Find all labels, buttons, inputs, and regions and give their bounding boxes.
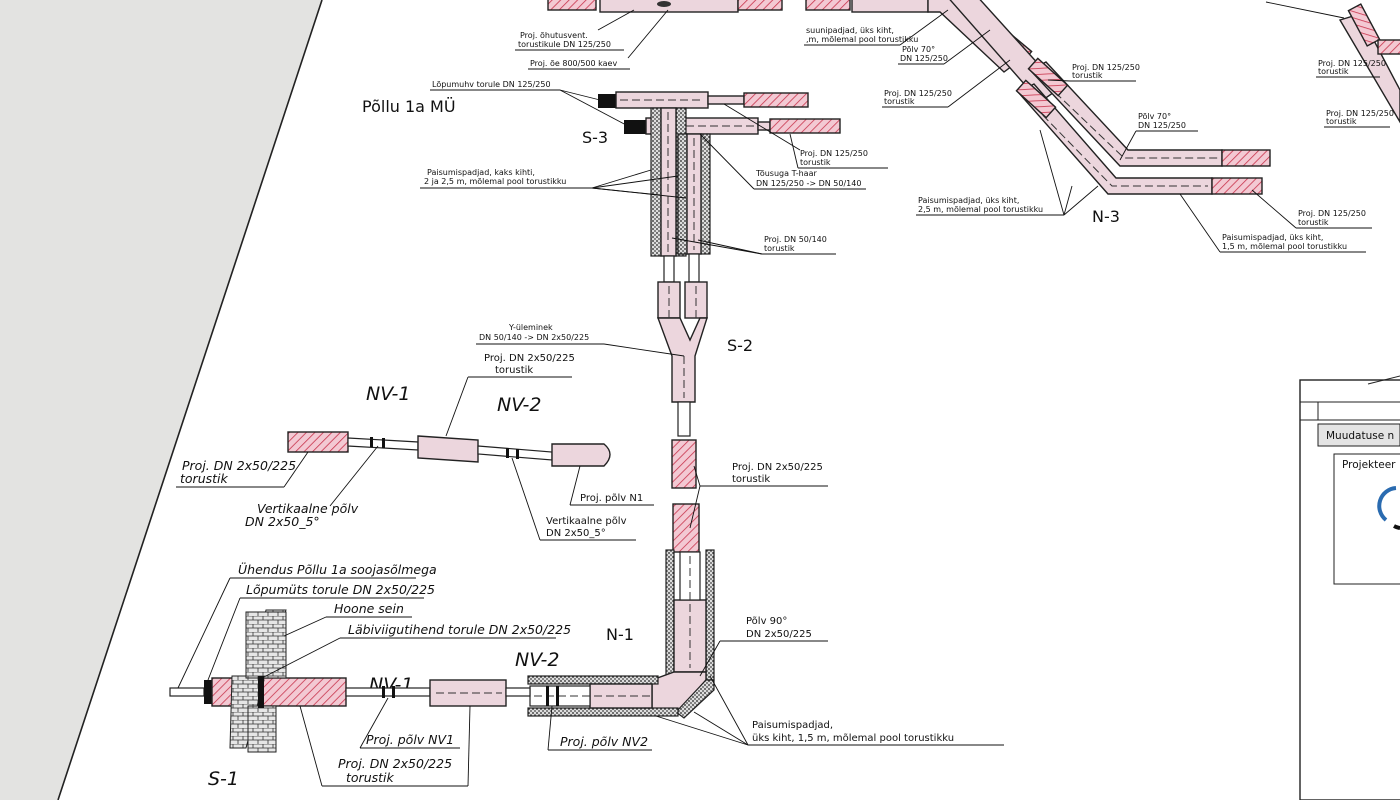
- s3-vertical-pipes: [650, 107, 711, 283]
- label-top-mid-2: ,m, mõlemal pool torustikku: [806, 35, 918, 44]
- title-block: [1299, 375, 1400, 800]
- marker-n1: N-1: [606, 625, 634, 644]
- marker-nv2-bottom: NV-2: [515, 649, 560, 671]
- bottom-branch: [169, 609, 531, 753]
- label-top-right-1: Proj. DN 125/250: [1318, 59, 1386, 68]
- label-n3-pipe2: torustik: [1298, 218, 1329, 227]
- label-tee1: Tõusuga T-haar: [755, 169, 817, 178]
- label-s3-pipe2: torustik: [800, 158, 831, 167]
- label-nv-pipe2: torustik: [495, 365, 533, 376]
- label-top-right-2: torustik: [1318, 67, 1349, 76]
- label-top-mid-5: Proj. DN 125/250: [884, 89, 952, 98]
- pipe-pink-lower: [672, 503, 700, 553]
- label-tee2: DN 125/250 -> DN 50/140: [756, 179, 861, 188]
- marker-n3: N-3: [1092, 207, 1120, 226]
- label-top-left-1: Proj. õhutusvent.: [520, 31, 588, 40]
- title-block-changes: Muudatuse n: [1326, 430, 1394, 442]
- label-y2: DN 50/140 -> DN 2x50/225: [479, 333, 589, 342]
- label-n3-pads4: 1,5 m, mõlemal pool torustikku: [1222, 242, 1347, 251]
- top-right-pipe: [1265, 1, 1400, 124]
- label-sleeve: Läbiviigutihend torule DN 2x50/225: [348, 622, 571, 637]
- label-conn: Ühendus Põllu 1a soojasõlmega: [238, 561, 437, 577]
- label-n3-pipe1: Proj. DN 125/250: [1298, 209, 1366, 218]
- title-pollu: Põllu 1a MÜ: [362, 97, 456, 116]
- y-junction: [656, 281, 708, 437]
- label-top-left-2: torustikule DN 125/250: [518, 40, 611, 49]
- label-endcap: Lõpumuhv torule DN 125/250: [432, 80, 551, 89]
- title-block-project: Projekteer: [1342, 459, 1396, 471]
- sheet-border: [57, 0, 323, 800]
- label-top-mid-1: suunipadjad, üks kiht,: [806, 26, 894, 35]
- label-pads-n1-1: Paisumispadjad,: [752, 720, 833, 731]
- label-n3-pads2: 2,5 m, mõlemal pool torustikku: [918, 205, 1043, 214]
- label-elbow90-2: DN 2x50/225: [746, 629, 812, 640]
- paper-margin: [0, 0, 322, 800]
- label-top-right-4: torustik: [1326, 117, 1357, 126]
- pipe-pink-upper: [671, 439, 697, 489]
- label-pnv1: Proj. põlv NV1: [366, 732, 454, 747]
- label-left-pipe2: torustik: [180, 471, 228, 486]
- label-vert1-1: Vertikaalne põlv: [257, 501, 359, 516]
- label-elbow90-1: Põlv 90°: [746, 616, 787, 627]
- marker-nv1-top: NV-1: [366, 383, 411, 405]
- top-middle-pipe: [805, 0, 1062, 103]
- label-top-mid-4: DN 125/250: [900, 54, 948, 63]
- label-top-left-3: Proj. õe 800/500 kaev: [530, 59, 617, 68]
- label-right-pipe2: torustik: [732, 474, 770, 485]
- label-vert2-1: Vertikaalne põlv: [546, 516, 627, 527]
- label-top-mid-8: torustik: [1072, 71, 1103, 80]
- marker-s1: S-1: [208, 768, 239, 790]
- label-pads-n1-2: üks kiht, 1,5 m, mõlemal pool torustikku: [752, 733, 954, 744]
- label-s3-pipe1: Proj. DN 125/250: [800, 149, 868, 158]
- label-endcap2: Lõpumüts torule DN 2x50/225: [246, 582, 435, 597]
- label-bottom-pipe1: Proj. DN 2x50/225: [338, 756, 452, 771]
- top-left-pipe: [547, 0, 783, 59]
- label-right-pipe1: Proj. DN 2x50/225: [732, 462, 823, 473]
- label-bottom-pipe2: torustik: [346, 770, 394, 785]
- label-elbow-n1: Proj. põlv N1: [580, 493, 643, 504]
- label-vert1-2: DN 2x50_5°: [245, 514, 320, 529]
- label-n3-a1: Põlv 70°: [1138, 112, 1171, 121]
- label-wall: Hoone sein: [334, 601, 404, 616]
- marker-s3: S-3: [582, 128, 608, 147]
- label-left-pipe1: Proj. DN 2x50/225: [182, 458, 296, 473]
- n1-elbow: [527, 549, 715, 719]
- label-n3-a2: DN 125/250: [1138, 121, 1186, 130]
- label-n3-pads1: Paisumispadjad, üks kiht,: [918, 196, 1019, 205]
- label-dn50-2: torustik: [764, 244, 795, 253]
- marker-s2: S-2: [727, 336, 753, 355]
- label-s3-pads1: Paisumispadjad, kaks kihti,: [427, 168, 535, 177]
- label-vert2-2: DN 2x50_5°: [546, 528, 606, 539]
- n3-pipes: [1015, 57, 1271, 195]
- marker-nv2-top: NV-2: [497, 394, 542, 416]
- label-top-mid-7: Proj. DN 125/250: [1072, 63, 1140, 72]
- label-top-right-3: Proj. DN 125/250: [1326, 109, 1394, 118]
- label-n3-pads3: Paisumispadjad, üks kiht,: [1222, 233, 1323, 242]
- label-dn50-1: Proj. DN 50/140: [764, 235, 827, 244]
- label-s3-pads2: 2 ja 2,5 m, mõlemal pool torustikku: [424, 177, 566, 186]
- nv-top-branch: [287, 431, 611, 467]
- label-top-mid-3: Põlv 70°: [902, 45, 935, 54]
- label-nv-pipe1: Proj. DN 2x50/225: [484, 353, 575, 364]
- label-pnv2: Proj. põlv NV2: [560, 734, 648, 749]
- label-y1: Y-üleminek: [508, 323, 553, 332]
- label-top-mid-6: torustik: [884, 97, 915, 106]
